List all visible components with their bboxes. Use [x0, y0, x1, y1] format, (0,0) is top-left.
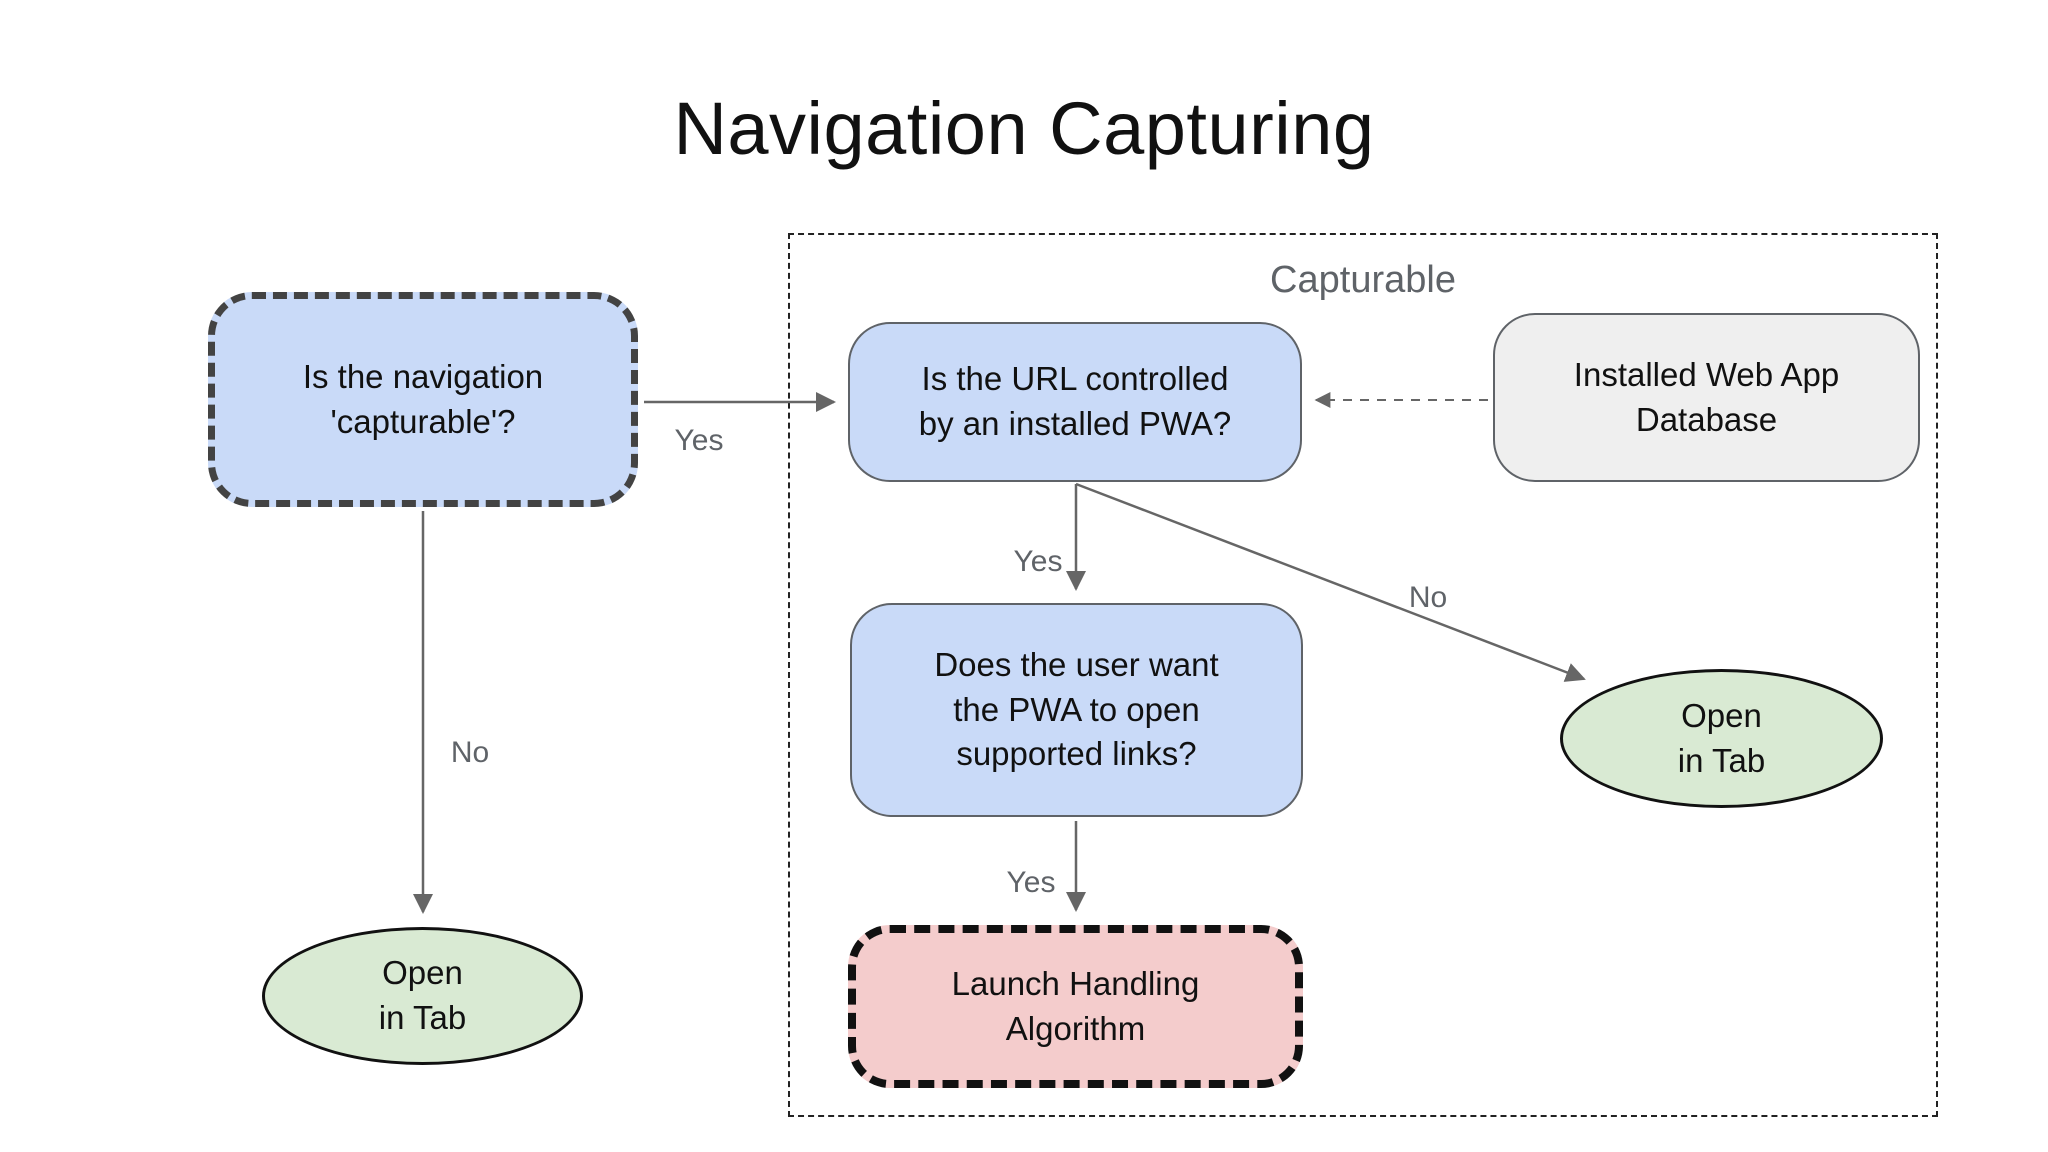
edge-label-capturable-no: No [450, 736, 490, 769]
node-open-in-tab-left: Open in Tab [262, 927, 583, 1065]
node-installed-web-app-database-label: Installed Web App Database [1573, 355, 1840, 438]
capturable-container: Capturable [788, 233, 1938, 1117]
edge-label-controlled-yes: Yes [1013, 545, 1063, 578]
edge-label-controlled-no: No [1408, 581, 1448, 614]
node-user-want-supported-links: Does the user want the PWA to open suppo… [850, 603, 1303, 817]
node-installed-web-app-database: Installed Web App Database [1493, 313, 1920, 482]
node-open-in-tab-right: Open in Tab [1560, 669, 1883, 808]
capturable-container-label: Capturable [1270, 259, 1456, 301]
node-open-in-tab-right-label: Open in Tab [1677, 696, 1766, 779]
edge-label-supported-yes: Yes [1006, 866, 1056, 899]
node-is-url-controlled-label: Is the URL controlled by an installed PW… [918, 360, 1232, 442]
node-launch-handling-algorithm: Launch Handling Algorithm [848, 925, 1303, 1088]
node-is-navigation-capturable: Is the navigation 'capturable'? [208, 292, 638, 507]
node-launch-handling-algorithm-label: Launch Handling Algorithm [951, 964, 1200, 1047]
edge-label-capturable-yes: Yes [674, 424, 724, 457]
node-user-want-supported-links-label: Does the user want the PWA to open suppo… [934, 646, 1219, 773]
node-open-in-tab-left-label: Open in Tab [378, 954, 467, 1036]
node-is-navigation-capturable-label: Is the navigation 'capturable'? [302, 357, 544, 440]
node-is-url-controlled: Is the URL controlled by an installed PW… [848, 322, 1302, 482]
page-title: Navigation Capturing [673, 87, 1375, 170]
